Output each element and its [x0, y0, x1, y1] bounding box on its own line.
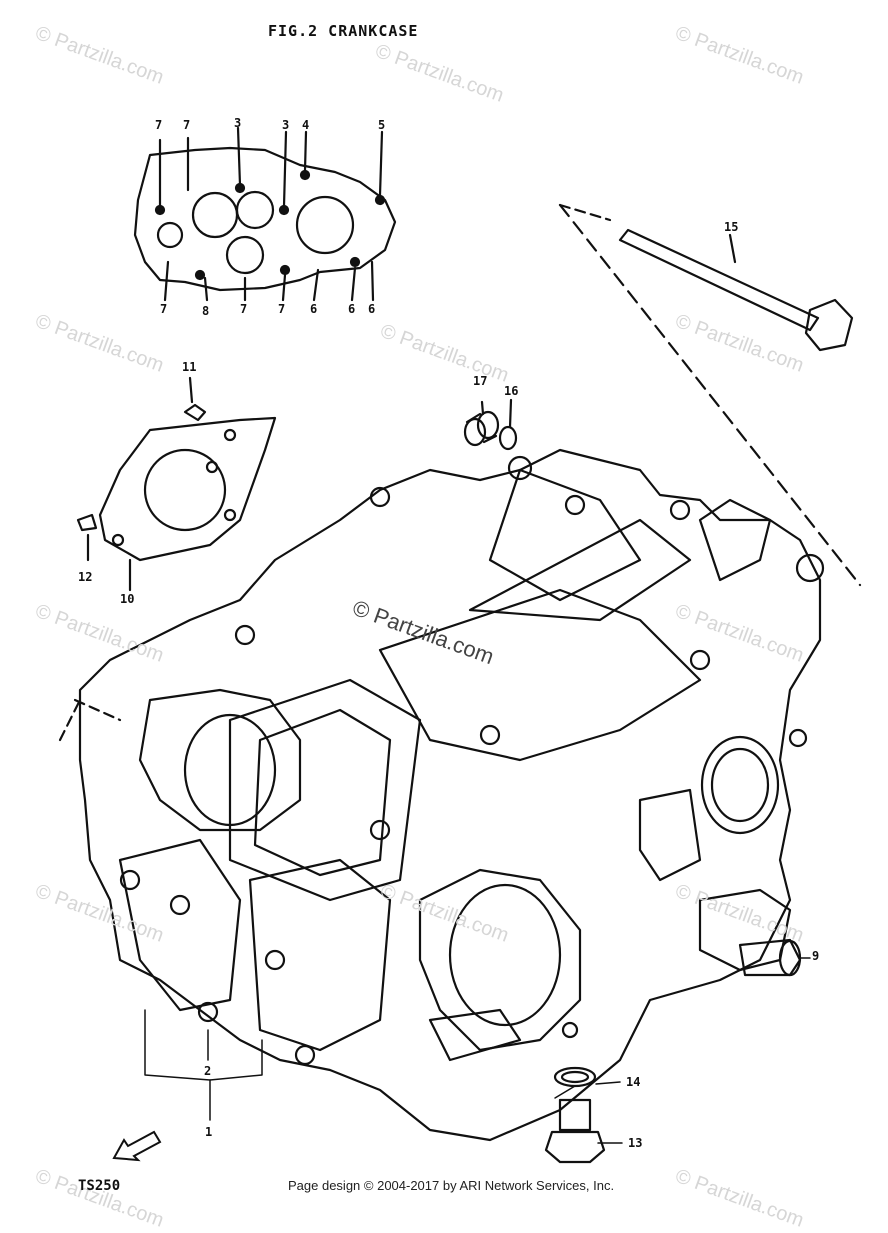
callout-6-c: 6	[368, 302, 376, 316]
callout-17: 17	[473, 374, 488, 388]
callout-14: 14	[626, 1075, 641, 1089]
callout-6-a: 6	[310, 302, 318, 316]
callout-13: 13	[628, 1136, 643, 1150]
copyright-footer: Page design © 2004-2017 by ARI Network S…	[288, 1178, 615, 1193]
crankcase-body-drawing	[58, 448, 825, 1142]
callout-4: 4	[302, 118, 310, 132]
callout-3-a: 3	[234, 116, 242, 130]
model-label: TS250	[78, 1178, 121, 1194]
callout-10: 10	[120, 592, 135, 606]
callout-12: 12	[78, 570, 93, 584]
callout-1: 1	[205, 1125, 213, 1139]
figure-title: FIG.2 CRANKCASE	[268, 22, 419, 40]
front-arrow-icon	[112, 1130, 162, 1162]
callout-15: 15	[724, 220, 739, 234]
callout-9: 9	[812, 949, 820, 963]
callout-16: 16	[504, 384, 519, 398]
callout-7-e: 7	[278, 302, 286, 316]
leader-lines	[144, 957, 811, 1144]
callout-7-b: 7	[183, 118, 191, 132]
bush-washer-drawing	[463, 398, 518, 451]
callout-5: 5	[378, 118, 386, 132]
drain-plug-drawing	[544, 1066, 606, 1164]
crankcase-gasket-drawing	[133, 126, 397, 302]
callout-2: 2	[204, 1064, 212, 1078]
callout-7-c: 7	[160, 302, 168, 316]
callout-11: 11	[182, 360, 197, 374]
cylinder-gasket-drawing	[76, 376, 277, 592]
callout-3-b: 3	[282, 118, 290, 132]
long-bolt-drawing	[558, 203, 862, 587]
crankcase-diagram	[58, 126, 862, 1164]
callout-7-d: 7	[240, 302, 248, 316]
callout-6-b: 6	[348, 302, 356, 316]
callout-8: 8	[202, 304, 210, 318]
callout-7-a: 7	[155, 118, 163, 132]
